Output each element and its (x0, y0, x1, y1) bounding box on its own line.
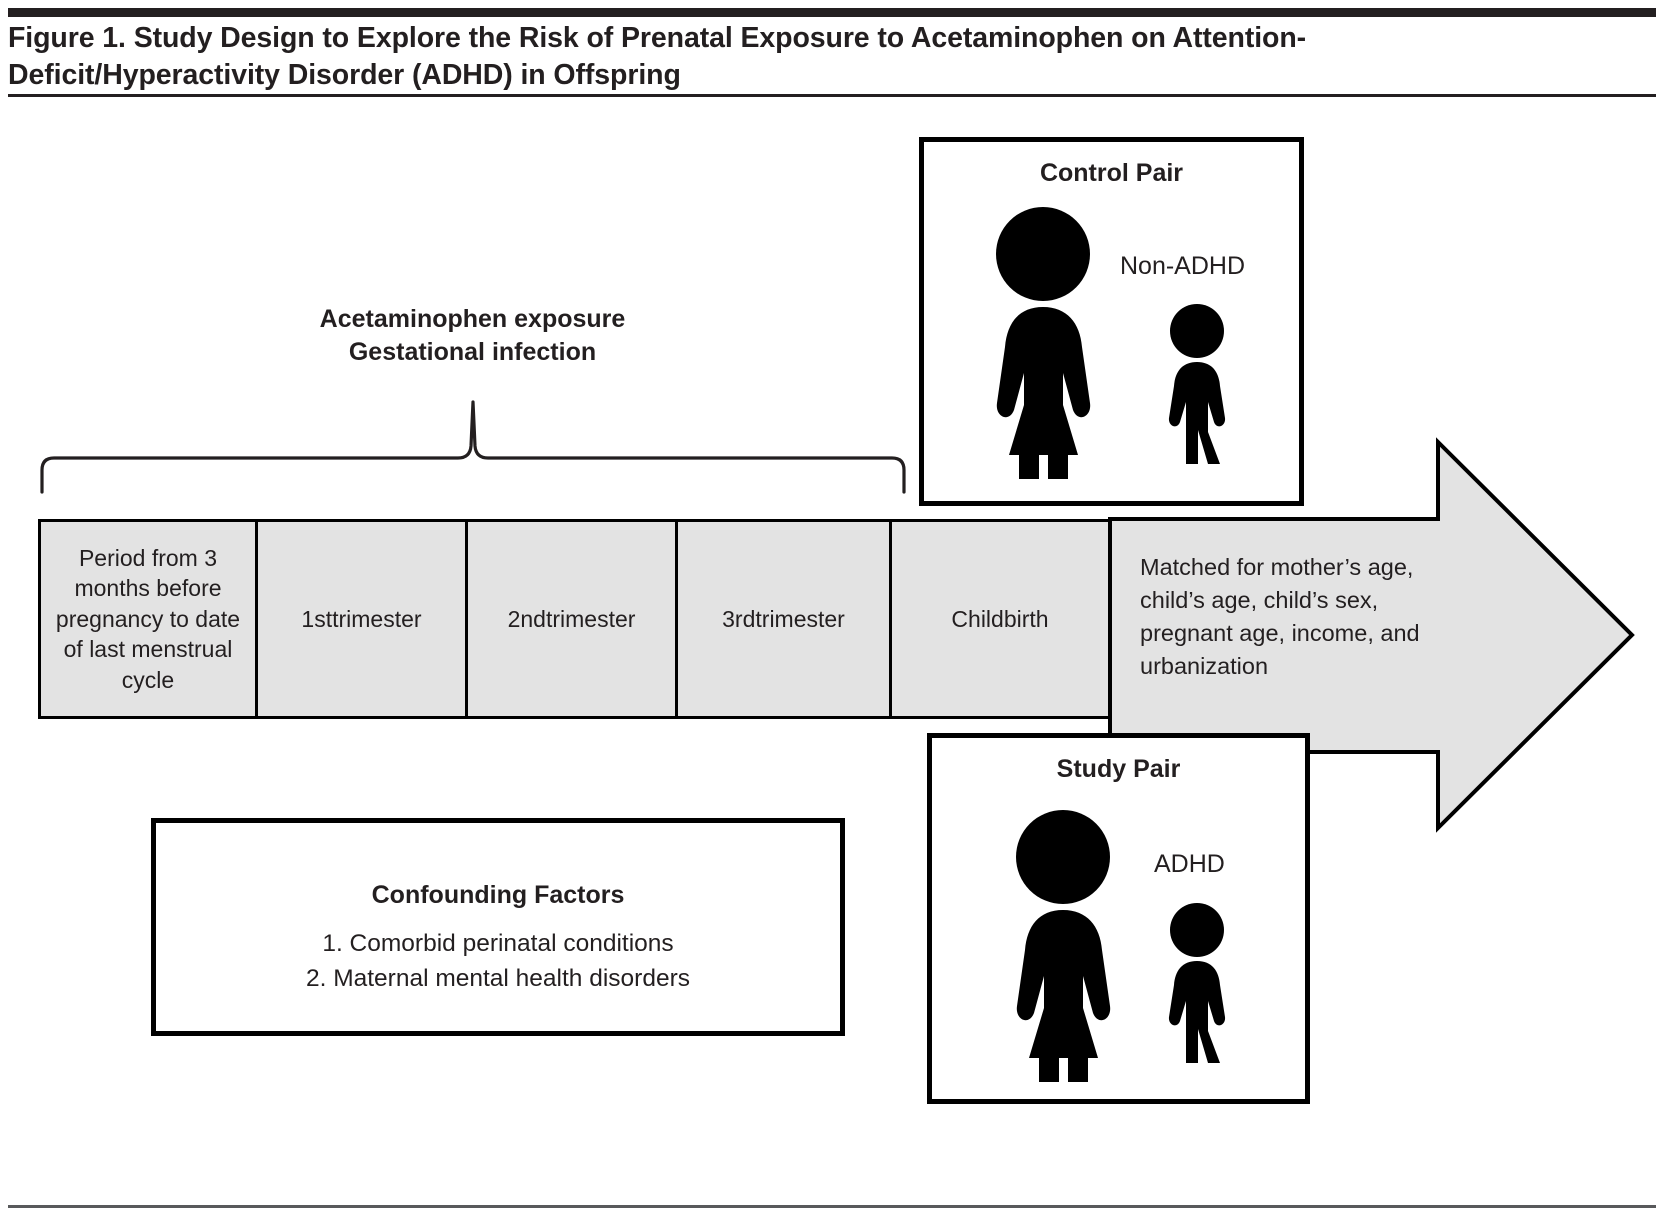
confounding-factors-title: Confounding Factors (371, 881, 625, 909)
study-pair-outcome-label: ADHD (1154, 850, 1225, 878)
confounding-factor-item-1: 1. Comorbid perinatal conditions (322, 930, 674, 957)
mother-figure-icon (987, 810, 1139, 1082)
timeline-cell-childbirth[interactable]: Childbirth (889, 519, 1111, 719)
exposure-label-line2: Gestational infection (348, 337, 597, 366)
page-title: Figure 1. Study Design to Explore the Ri… (8, 22, 1307, 92)
timeline-cell-period[interactable]: Period from 3 months before pregnancy to… (38, 519, 258, 719)
confounding-factor-item-2: 2. Maternal mental health disorders (305, 964, 691, 992)
exposure-brace (38, 396, 908, 496)
control-pair-outcome-label: Non-ADHD (1120, 252, 1246, 280)
control-pair-title: Control Pair (1039, 159, 1184, 187)
confounding-factors-list: 1. Comorbid perinatal conditions 2. Mate… (156, 927, 840, 997)
footer-rule (8, 1205, 1656, 1208)
study-pair-title: Study Pair (1056, 755, 1181, 783)
child-figure-icon (1154, 903, 1240, 1065)
control-pair-box[interactable]: Control Pair Non-ADHD (919, 137, 1304, 506)
mother-figure-icon (967, 207, 1119, 479)
header-rule-bottom (8, 94, 1656, 97)
child-figure-icon (1154, 304, 1240, 466)
confounding-factors-box[interactable]: Confounding Factors 1. Comorbid perinata… (151, 818, 845, 1036)
study-pair-box[interactable]: Study Pair ADHD (927, 733, 1310, 1104)
matched-arrow-label: Matched for mother’s age, child’s age, c… (1140, 554, 1420, 680)
exposure-label: Acetaminophen exposure Gestational infec… (150, 303, 795, 368)
header-rule-top (8, 8, 1656, 17)
timeline-strip: Period from 3 months before pregnancy to… (38, 519, 1111, 719)
exposure-label-line1: Acetaminophen exposure (319, 305, 626, 333)
